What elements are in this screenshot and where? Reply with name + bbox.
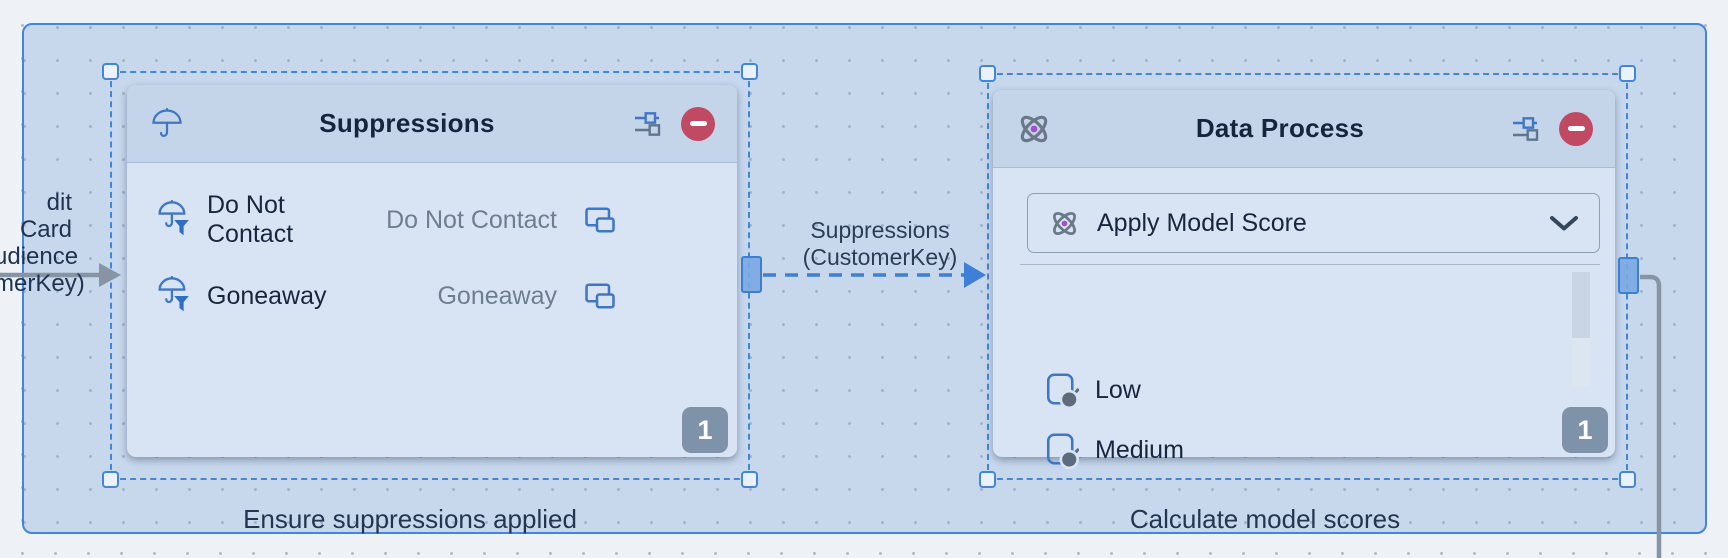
score-label: Low <box>1095 375 1141 404</box>
suppression-row[interactable]: Do Not Contact Do Not Contact <box>155 191 619 248</box>
segment-icon <box>1046 432 1079 469</box>
scrollbar-thumb[interactable] <box>1572 272 1590 338</box>
sliders-settings-icon[interactable] <box>1507 113 1543 145</box>
remove-node-button[interactable] <box>1559 111 1593 146</box>
resize-handle-bottom-right[interactable] <box>741 471 758 488</box>
suppressions-list: Do Not Contact Do Not Contact Goneaway <box>127 163 737 322</box>
copy-icon[interactable] <box>581 278 619 314</box>
atom-icon <box>1053 211 1076 235</box>
output-port[interactable] <box>1618 257 1639 294</box>
suppression-row[interactable]: Goneaway Goneaway <box>155 270 619 322</box>
resize-handle-top-left[interactable] <box>979 65 996 82</box>
suppression-name: Do Not Contact <box>207 191 294 248</box>
suppressions-node[interactable]: Suppressions Do Not Contact Do Not Con <box>127 85 737 457</box>
resize-handle-bottom-right[interactable] <box>1619 471 1636 488</box>
minus-icon <box>689 121 707 126</box>
step-count-badge: 1 <box>1562 407 1608 453</box>
dropdown-selected-value: Apply Model Score <box>1097 208 1307 237</box>
umbrella-icon <box>152 107 182 137</box>
node-title: Suppressions <box>319 108 495 138</box>
sliders-settings-icon[interactable] <box>629 108 665 140</box>
suppressions-node-header[interactable]: Suppressions <box>127 85 737 163</box>
umbrella-filter-icon <box>158 275 189 312</box>
score-label: Medium <box>1095 435 1184 464</box>
incoming-label-line2: udience <box>0 243 79 270</box>
data-process-node-header[interactable]: Data Process <box>993 90 1615 168</box>
incoming-connector-label: dit Card udience merKey) <box>0 189 85 297</box>
node-caption: Calculate model scores <box>1129 504 1401 534</box>
incoming-label-line3: merKey) <box>0 270 85 297</box>
atom-icon <box>1020 115 1048 142</box>
remove-node-button[interactable] <box>681 106 715 141</box>
suppression-value: Goneaway <box>437 281 557 310</box>
score-row[interactable]: Medium <box>1043 430 1184 470</box>
connector-label: Suppressions (CustomerKey) <box>770 217 990 271</box>
resize-handle-bottom-left[interactable] <box>979 471 996 488</box>
copy-icon[interactable] <box>581 202 619 238</box>
umbrella-filter-icon <box>158 199 189 236</box>
data-process-node[interactable]: Data Process Apply Model Score <box>993 90 1615 469</box>
score-row[interactable]: Low <box>1043 370 1141 410</box>
resize-handle-top-left[interactable] <box>102 63 119 80</box>
suppression-value: Do Not Contact <box>386 205 557 234</box>
incoming-label-line1: dit Card <box>19 189 72 243</box>
step-count-badge: 1 <box>682 407 728 453</box>
divider <box>1020 264 1600 265</box>
suppression-name: Goneaway <box>207 281 327 310</box>
chevron-down-icon <box>1550 215 1578 230</box>
connector-label-line1: Suppressions <box>810 217 950 243</box>
node-title: Data Process <box>1195 113 1365 143</box>
resize-handle-top-right[interactable] <box>1619 65 1636 82</box>
process-select-dropdown[interactable]: Apply Model Score <box>1027 193 1600 253</box>
node-caption: Ensure suppressions applied <box>243 504 577 534</box>
resize-handle-bottom-left[interactable] <box>102 471 119 488</box>
output-port[interactable] <box>741 256 762 293</box>
connector-label-line2: (CustomerKey) <box>802 244 958 270</box>
resize-handle-top-right[interactable] <box>741 63 758 80</box>
scrollbar[interactable] <box>1572 272 1590 387</box>
segment-icon <box>1046 372 1079 409</box>
minus-icon <box>1567 126 1585 131</box>
